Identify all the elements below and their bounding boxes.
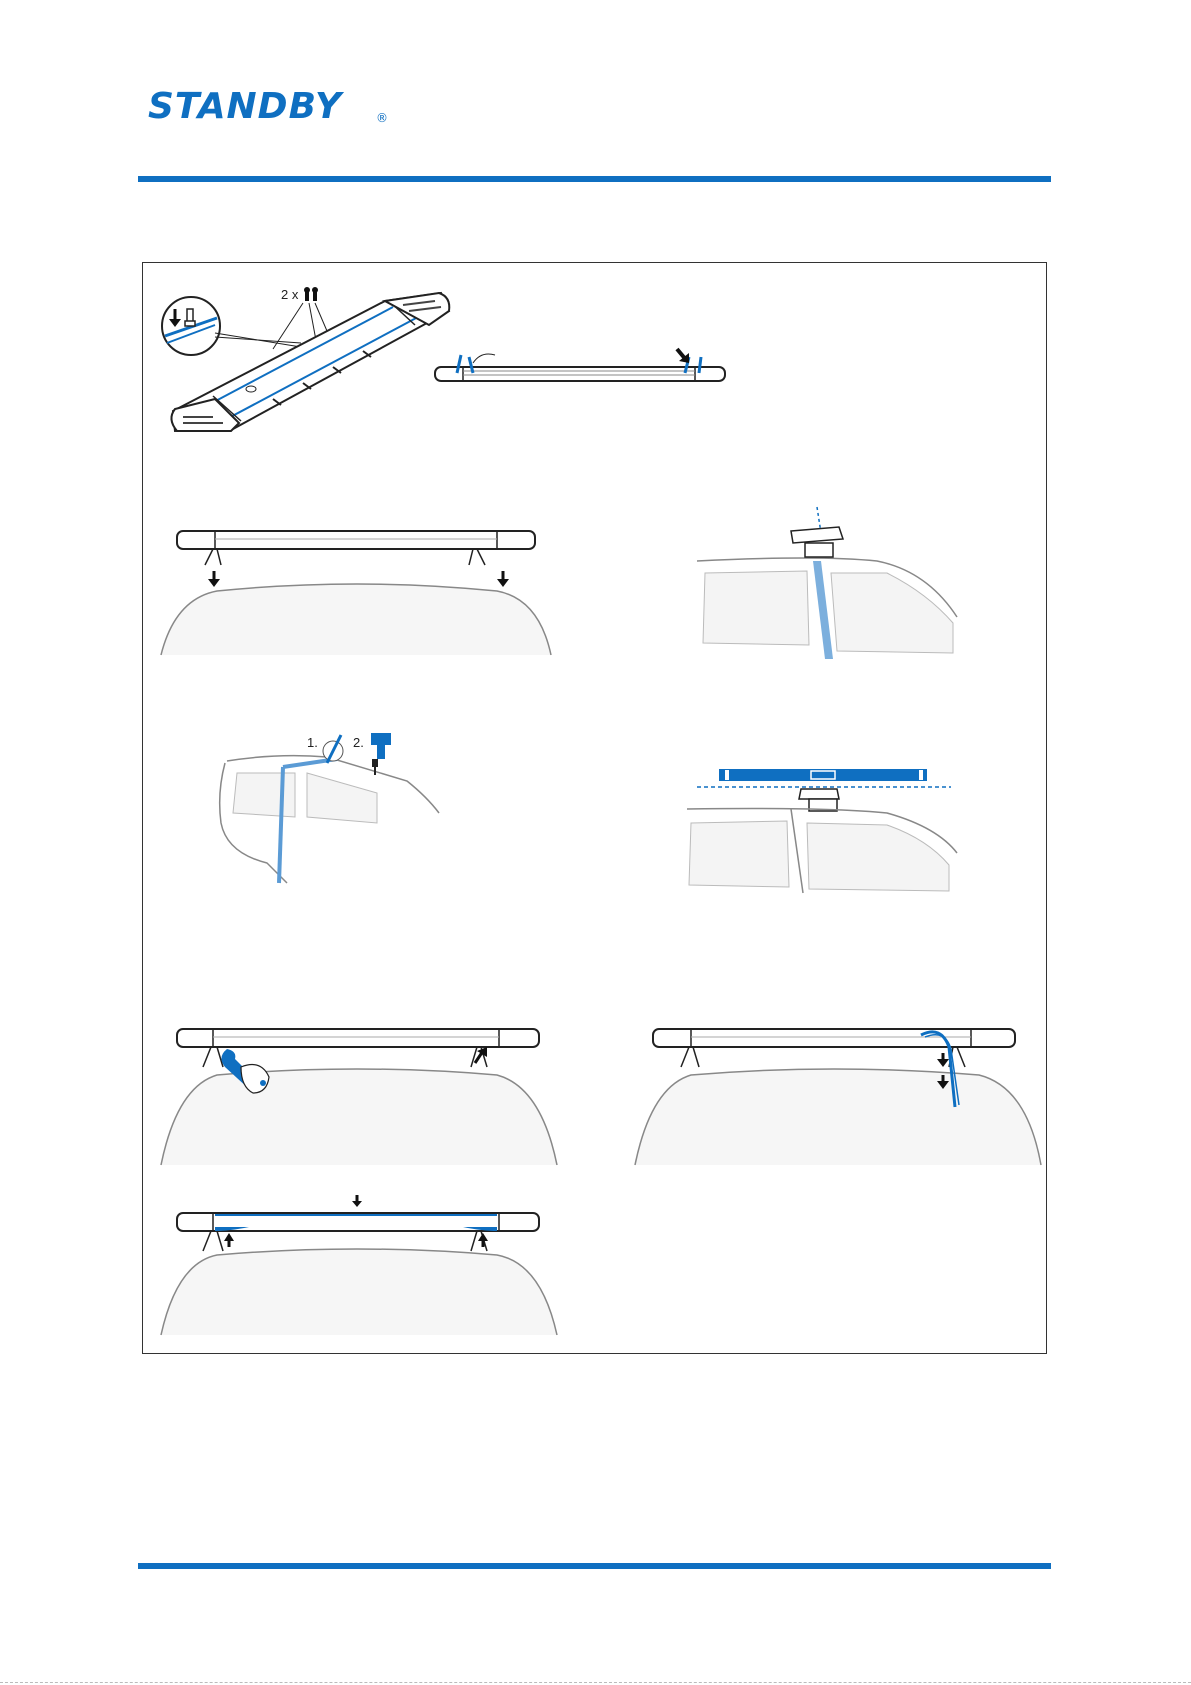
figure-final-mount <box>157 1195 561 1337</box>
figure-level-check <box>687 769 969 895</box>
figure-cable-routing <box>633 1027 1045 1167</box>
knife-icon <box>323 735 343 763</box>
spirit-level-icon <box>719 769 927 781</box>
bolt-icon <box>185 309 195 326</box>
figure-bar-straps <box>433 343 733 393</box>
arrow-down-icon <box>677 349 689 363</box>
arrow-down-icon <box>937 1053 949 1067</box>
arrow-up-icon <box>224 1233 234 1247</box>
header-rule <box>138 176 1051 182</box>
arrow-up-icon <box>478 1233 488 1247</box>
figure-bar-lowered <box>157 529 557 657</box>
figure-drill-roof: 1. 2. <box>207 733 467 893</box>
figure-roof-centerline <box>697 503 977 659</box>
bolt-pair-icon <box>304 287 318 301</box>
drill-icon <box>371 733 391 775</box>
arrow-down-icon <box>497 571 509 587</box>
arrow-down-icon <box>352 1195 362 1207</box>
footer-rule <box>138 1563 1051 1569</box>
step-1-label: 1. <box>307 735 318 750</box>
page-edge <box>0 1682 1191 1683</box>
step-2-label: 2. <box>353 735 364 750</box>
brand-name: STANDBY <box>148 86 345 126</box>
bolt-count-label: 2 x <box>281 287 299 302</box>
registered-mark: ® <box>376 111 388 125</box>
figure-tighten-feet <box>157 1027 561 1167</box>
standby-logo: STANDBY ® <box>148 86 398 126</box>
instruction-frame: 2 x <box>142 262 1047 1354</box>
bolt-zoom-circle <box>162 297 220 355</box>
arrow-down-icon <box>208 571 220 587</box>
